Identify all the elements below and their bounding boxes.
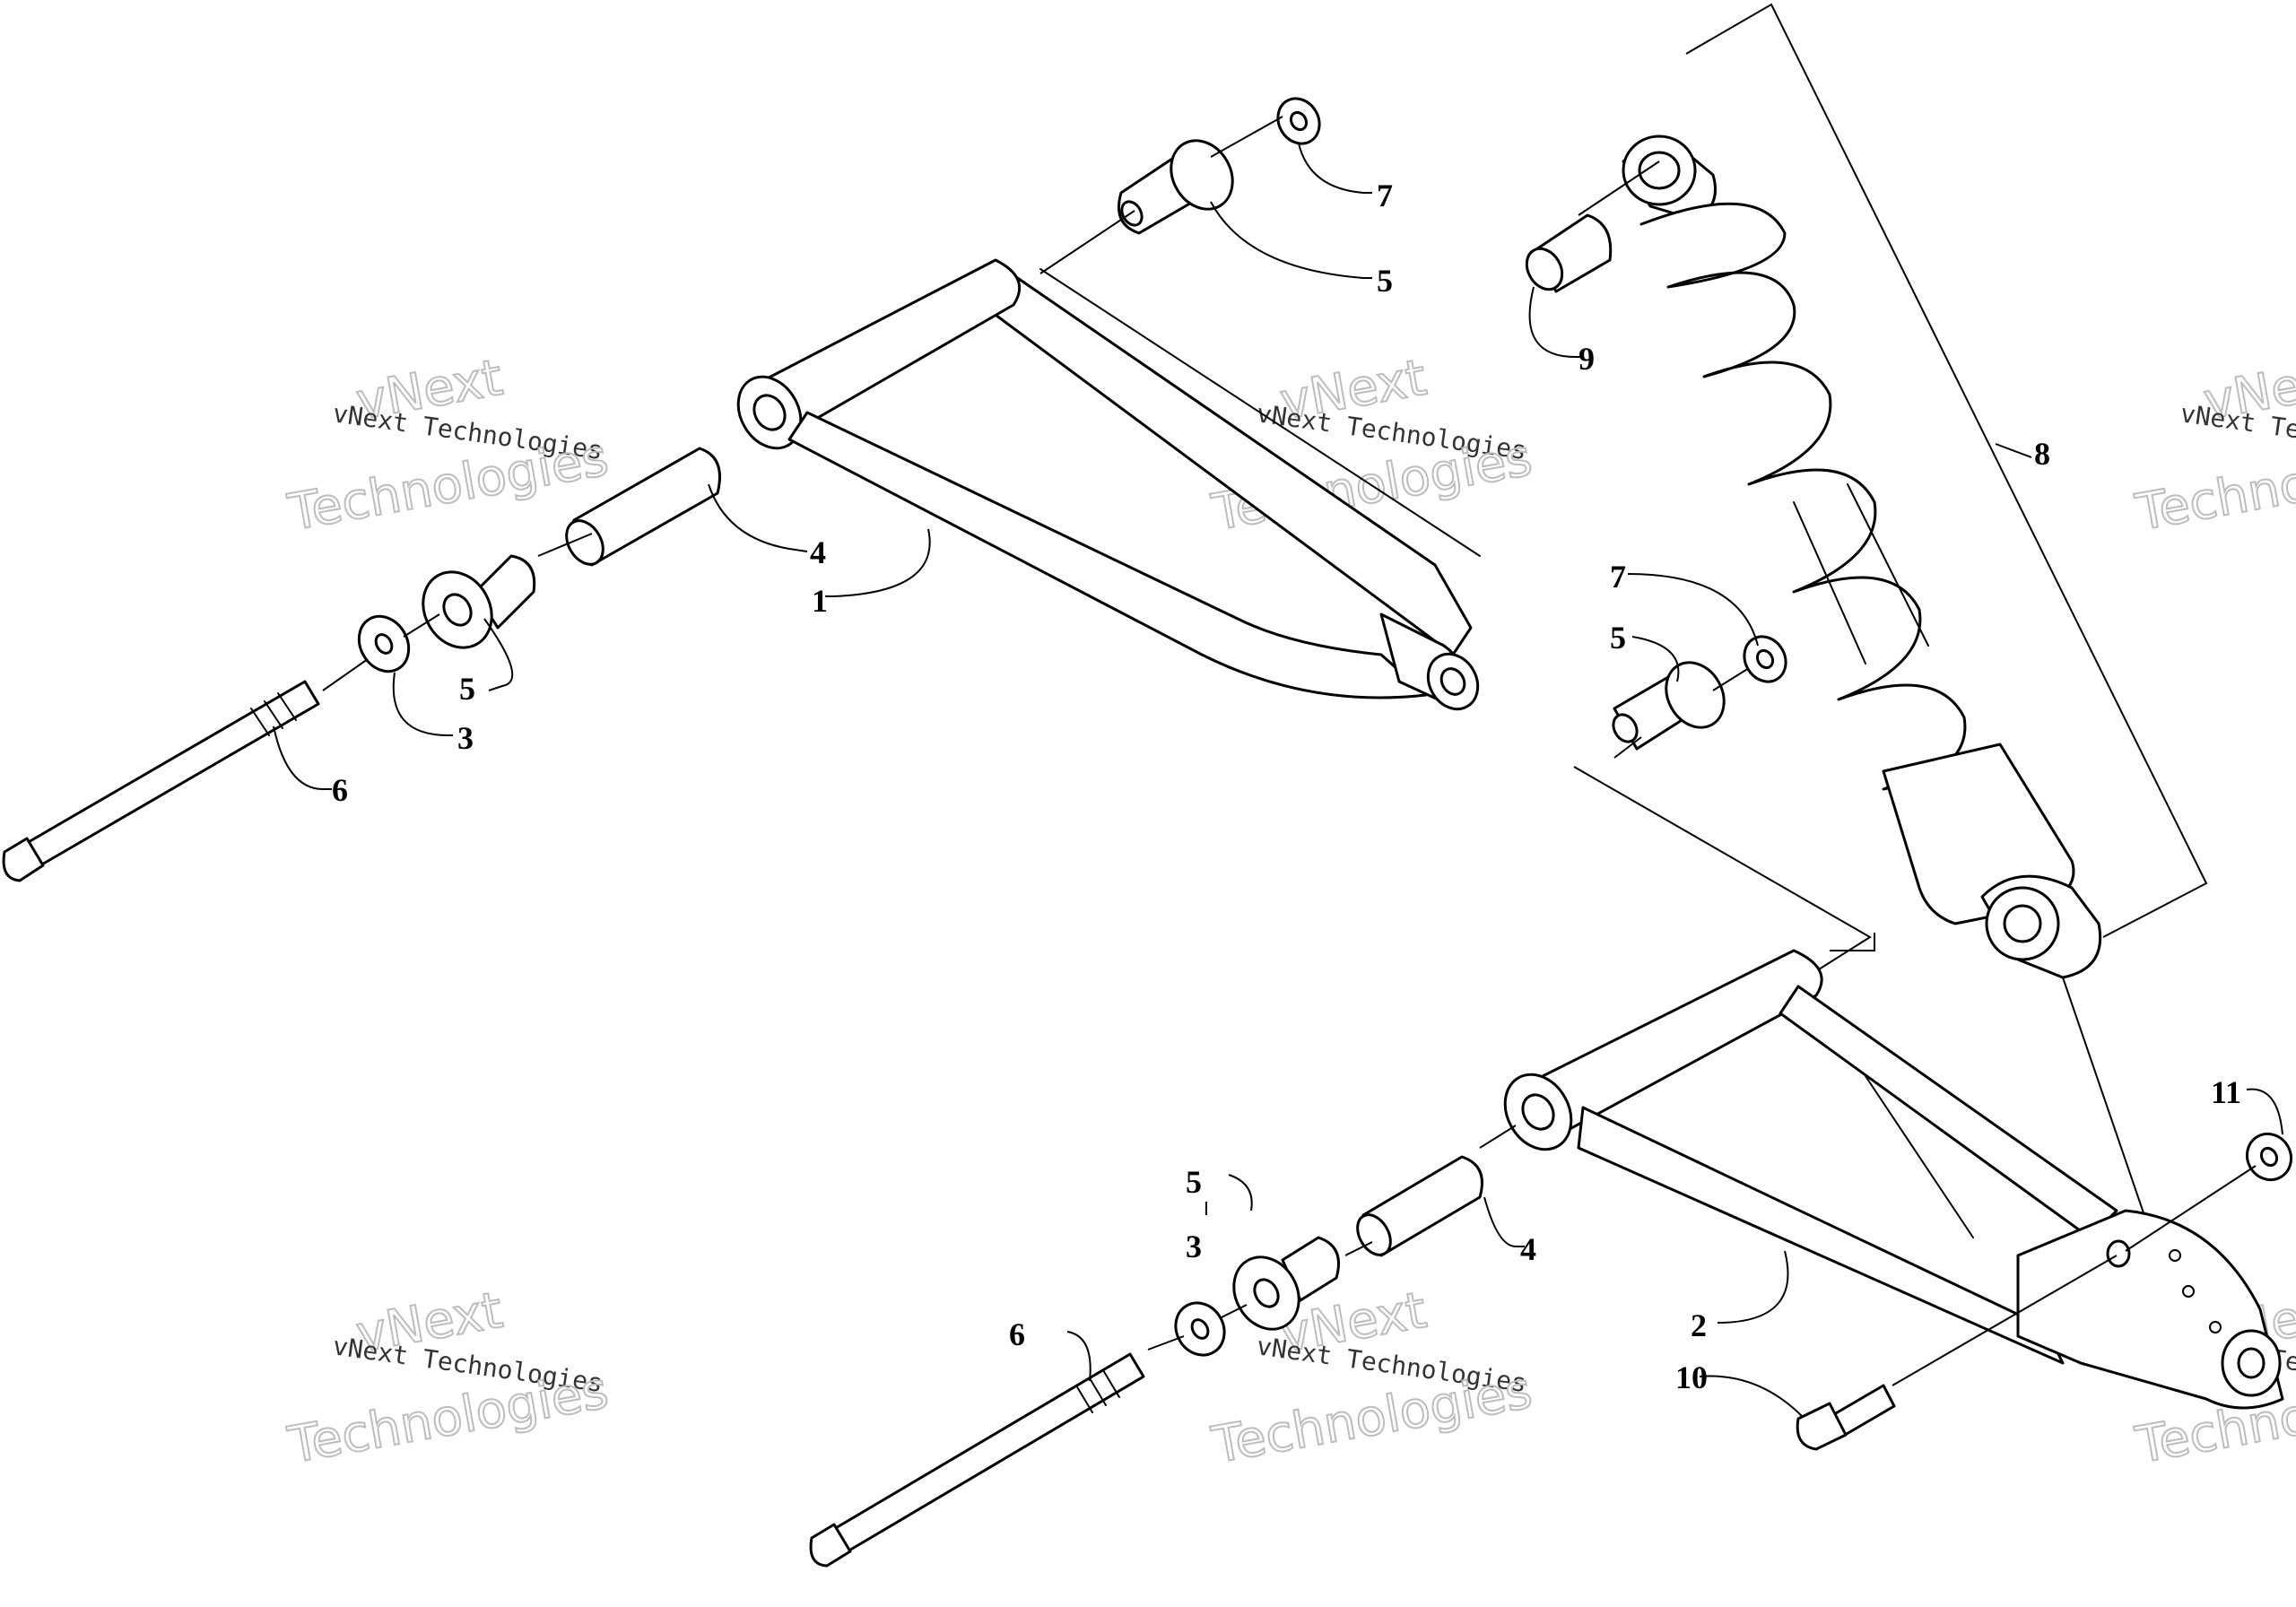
upper-a-arm: [736, 258, 1481, 711]
lower-bushing-4: [1356, 1155, 1483, 1257]
callout-9: 9: [1578, 341, 1595, 377]
callout-10: 10: [1675, 1359, 1708, 1395]
upper-nut-7: [1276, 97, 1321, 145]
callout-6-lower: 6: [1009, 1316, 1025, 1352]
callout-7-upper: 7: [1377, 178, 1393, 213]
upper-bushing-4: [565, 447, 721, 567]
lower-a-arm: [1503, 949, 2284, 1410]
svg-text:Technologies: Technologies: [283, 1361, 613, 1475]
upper-bushing-5-rear: [1118, 139, 1234, 235]
callout-3-upper: 3: [457, 720, 474, 756]
callout-3-lower: 3: [1186, 1229, 1202, 1264]
upper-bushing-5-front: [422, 554, 536, 649]
lower-nut-11: [2245, 1132, 2293, 1182]
svg-text:Technologies: Technologies: [1207, 1361, 1536, 1475]
shock-nut-7: [1743, 635, 1787, 683]
callout-1: 1: [812, 583, 828, 619]
callout-5-upper-rear: 5: [1377, 263, 1393, 299]
callout-4-lower: 4: [1520, 1231, 1536, 1267]
lower-bolt-6: [809, 1352, 1145, 1568]
callout-5-upper-front: 5: [459, 671, 475, 707]
callout-2: 2: [1691, 1307, 1707, 1343]
shock-absorber: [1622, 135, 2102, 979]
callout-leaders: [273, 143, 2283, 1418]
svg-text:Technologies: Technologies: [283, 429, 613, 543]
upper-washer-3: [357, 614, 411, 673]
watermark-top-right: vNext vNext Technologies Technologies: [2130, 348, 2296, 543]
callout-8: 8: [2034, 436, 2050, 472]
callout-7-shock: 7: [1610, 559, 1626, 595]
lower-bushing-5: [1232, 1236, 1340, 1331]
lower-washer-3: [1174, 1301, 1226, 1357]
callout-5-lower: 5: [1186, 1164, 1202, 1200]
svg-text:Technologies: Technologies: [2131, 429, 2296, 543]
callout-11: 11: [2211, 1074, 2241, 1110]
callout-5-shock: 5: [1610, 620, 1626, 656]
shock-bushing-5: [1612, 661, 1726, 751]
shock-spacer-9: [1525, 213, 1613, 293]
watermark-bottom-left: vNext vNext Technologies Technologies: [283, 1281, 613, 1476]
callout-4-upper: 4: [810, 534, 826, 570]
upper-bolt-6: [2, 680, 320, 882]
callout-6-upper: 6: [332, 772, 348, 808]
watermark-top-left: vNext vNext Technologies Technologies: [283, 348, 613, 543]
lower-bolt-10: [1796, 1384, 1896, 1451]
